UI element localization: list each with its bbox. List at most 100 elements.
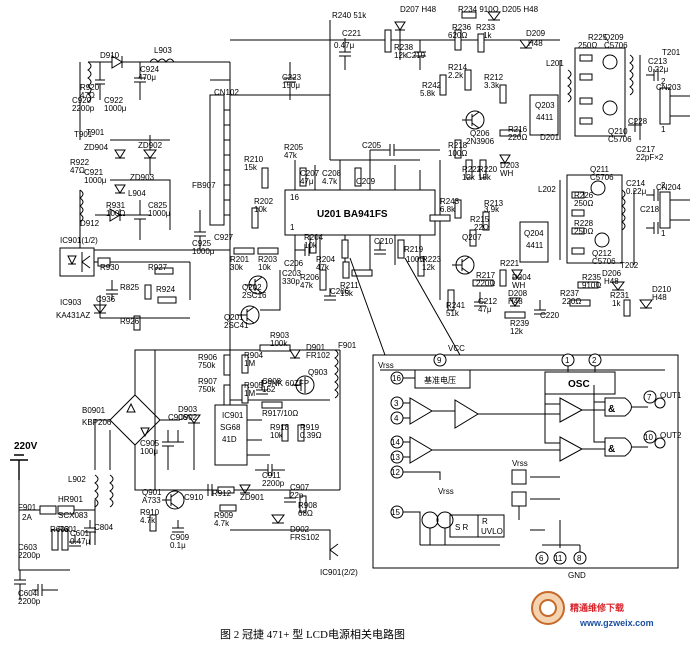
- component-label: R927: [148, 263, 168, 272]
- component-label: C206: [330, 287, 350, 296]
- component-label: C5706: [590, 173, 614, 182]
- component-label: 12k: [510, 327, 524, 336]
- component-label: 750k: [198, 361, 216, 370]
- component-label: Q207: [462, 233, 482, 242]
- component-label: 1k: [612, 299, 621, 308]
- component-label: C217: [636, 145, 656, 154]
- component-label: C206: [284, 259, 304, 268]
- component-label: WH: [500, 169, 514, 178]
- component-label: D201: [540, 133, 560, 142]
- component-label: 0.22μ: [648, 65, 669, 74]
- component-label: 47μ: [478, 305, 492, 314]
- component-label: D203: [500, 161, 520, 170]
- component-label: 1M: [244, 359, 255, 368]
- component-label: R238: [394, 43, 414, 52]
- component-label: R228: [574, 219, 594, 228]
- watermark-brand: 精通维修下载: [570, 602, 624, 613]
- hr901-label: HR901: [58, 495, 83, 504]
- component-label: 2N3906: [466, 137, 495, 146]
- component-label: R931: [106, 201, 126, 210]
- fuse-label: F901: [18, 503, 37, 512]
- component-label: T901: [74, 130, 93, 139]
- u201-label: U201 BA941FS: [317, 209, 388, 220]
- out1-label: OUT1: [660, 391, 682, 400]
- component-label: C207: [300, 169, 320, 178]
- component-label: R221: [500, 259, 520, 268]
- component-label: 1000μ: [148, 209, 171, 218]
- t202-label: T202: [620, 261, 639, 270]
- component-label: R220: [478, 165, 498, 174]
- t201-label: T201: [662, 48, 681, 57]
- component-label: R201: [230, 255, 250, 264]
- component-label: C203: [282, 269, 302, 278]
- ic901-sub-label: 41D: [222, 435, 237, 444]
- ic901-main-label: IC901: [222, 411, 244, 420]
- component-label: C925: [192, 239, 212, 248]
- component-label: C603: [18, 543, 38, 552]
- component-label: D205 H48: [502, 5, 539, 14]
- component-label: R216: [508, 125, 528, 134]
- component-label: C804: [94, 523, 114, 532]
- sr-latch: S R: [455, 523, 469, 532]
- cn204-pin1: 1: [661, 229, 666, 238]
- pin-3: 3: [394, 399, 399, 408]
- vref-label-3: Vrss: [512, 459, 528, 468]
- vcc-label: VCC: [448, 344, 465, 353]
- component-label: 220Ω: [562, 297, 581, 306]
- component-label: C924: [140, 65, 160, 74]
- cn204-label: CN204: [656, 183, 681, 192]
- component-label: C911: [262, 471, 281, 480]
- ic903-part-label: KA431AZ: [56, 311, 90, 320]
- component-label: 22pF×2: [636, 153, 664, 162]
- f901-t-label: F901: [338, 341, 357, 350]
- component-label: R223: [422, 255, 442, 264]
- component-label: 910Ω: [582, 281, 601, 290]
- q203-part: 4411: [536, 113, 554, 122]
- ic901-part-label: SG68: [220, 423, 241, 432]
- component-label: R241: [446, 301, 466, 310]
- component-label: D204: [512, 273, 532, 282]
- component-label: 220Ω: [508, 133, 527, 142]
- component-label: R233: [476, 23, 496, 32]
- and-gate-2: &: [608, 444, 615, 455]
- component-label: R215: [470, 215, 490, 224]
- component-label: R243: [440, 197, 460, 206]
- component-label: D209: [526, 29, 546, 38]
- component-label: C208: [322, 169, 342, 178]
- component-label: C604: [18, 589, 38, 598]
- component-label: 1M: [244, 389, 255, 398]
- component-label: 2200p: [262, 479, 285, 488]
- component-label: 15k: [478, 173, 492, 182]
- component-label: C214: [626, 179, 646, 188]
- component-label: Q210: [608, 127, 628, 136]
- component-label: ZD904: [84, 143, 109, 152]
- component-label: D901: [306, 343, 326, 352]
- component-label: R234 910Ω: [458, 5, 499, 14]
- component-label: 0.1μ: [170, 541, 186, 550]
- component-label: 1000μ: [84, 176, 107, 185]
- component-label: R909: [214, 511, 234, 520]
- component-label: 2.2k: [448, 71, 464, 80]
- uvlo-block-label: UVLO: [481, 527, 503, 536]
- component-label: R204: [316, 255, 336, 264]
- component-label: Q201: [224, 313, 244, 322]
- component-label: C825: [148, 201, 168, 210]
- component-label: D902: [290, 525, 310, 534]
- component-label: 620Ω: [448, 31, 467, 40]
- l202-label: L202: [538, 185, 556, 194]
- pin-14: 14: [391, 438, 400, 447]
- component-label: 12k: [462, 173, 476, 182]
- component-label: R212: [484, 73, 504, 82]
- component-label: 2200p: [18, 597, 41, 606]
- q203-label: Q203: [535, 101, 555, 110]
- component-label: D912: [80, 219, 100, 228]
- pin-8: 8: [577, 554, 582, 563]
- osc-block: OSC: [568, 379, 590, 390]
- component-label: WH: [512, 281, 526, 290]
- component-label: H48: [528, 39, 543, 48]
- component-label: R922: [70, 158, 90, 167]
- component-label: 12k: [422, 263, 436, 272]
- component-label: R239: [510, 319, 530, 328]
- component-label: R211: [340, 281, 359, 290]
- component-label: 100Ω: [106, 209, 125, 218]
